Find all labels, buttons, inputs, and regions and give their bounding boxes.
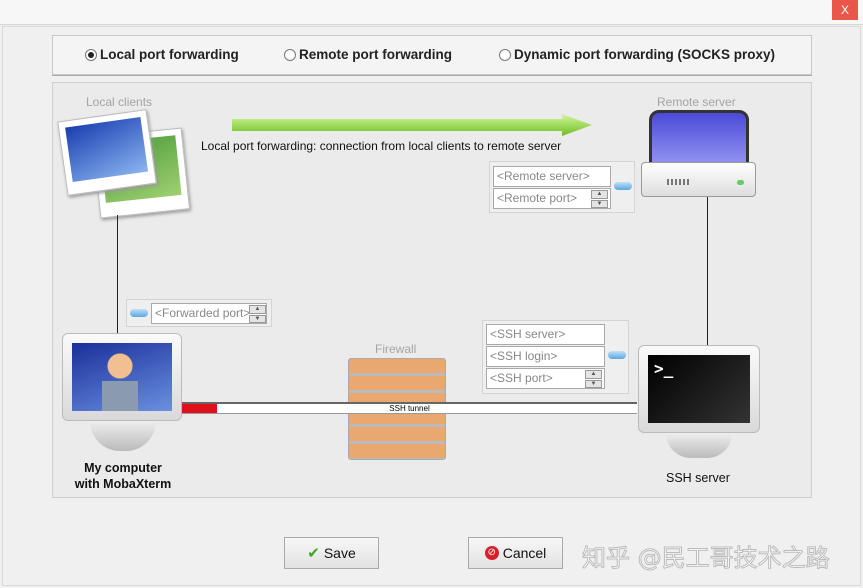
- firewall-label: Firewall: [375, 342, 417, 356]
- tunnel-progress: [182, 404, 217, 413]
- checkmark-icon: ✔: [307, 545, 320, 562]
- radio-unchecked-icon: [284, 48, 296, 61]
- save-button[interactable]: ✔Save: [284, 537, 379, 569]
- green-arrow-icon: [232, 114, 592, 136]
- radio-local-forwarding[interactable]: Local port forwarding: [85, 47, 239, 62]
- ssh-port-stepper[interactable]: ▲▼: [585, 370, 602, 388]
- my-computer-icon: [62, 333, 182, 421]
- title-bar: [0, 0, 863, 25]
- connector-line: [707, 197, 708, 345]
- cancel-button[interactable]: ⊘Cancel: [468, 537, 563, 569]
- ssh-port-input[interactable]: <SSH port>: [486, 368, 605, 389]
- ssh-server-icon: >_: [638, 345, 760, 433]
- arrow-right-icon: [608, 351, 626, 359]
- radio-label: Local port forwarding: [100, 47, 239, 62]
- cancel-icon: ⊘: [484, 546, 499, 560]
- forwarded-port-stepper[interactable]: ▲▼: [249, 305, 266, 323]
- ssh-login-input[interactable]: <SSH login>: [486, 346, 605, 367]
- radio-checked-icon: [85, 48, 97, 61]
- local-clients-label: Local clients: [86, 95, 153, 109]
- mode-caption: Local port forwarding: connection from l…: [201, 139, 562, 153]
- mode-radio-group: Local port forwarding Remote port forwar…: [52, 35, 812, 75]
- arrow-right-icon: [614, 182, 632, 190]
- ssh-tunnel: SSH tunnel: [182, 402, 637, 414]
- connector-line: [117, 215, 118, 335]
- save-label: Save: [323, 545, 356, 561]
- radio-dynamic-forwarding[interactable]: Dynamic port forwarding (SOCKS proxy): [499, 47, 775, 62]
- radio-label: Remote port forwarding: [299, 47, 453, 62]
- forwarded-port-input[interactable]: <Forwarded port>: [151, 303, 267, 324]
- radio-remote-forwarding[interactable]: Remote port forwarding: [284, 47, 452, 62]
- local-clients-icon: [57, 109, 191, 219]
- remote-server-label: Remote server: [657, 95, 736, 109]
- ssh-server-input[interactable]: <SSH server>: [486, 324, 605, 345]
- radio-unchecked-icon: [499, 48, 511, 61]
- remote-port-input[interactable]: <Remote port>: [493, 188, 611, 209]
- remote-server-icon: [641, 110, 756, 197]
- arrow-left-icon: [130, 309, 148, 317]
- remote-port-stepper[interactable]: ▲▼: [591, 190, 608, 208]
- close-button[interactable]: X: [832, 0, 858, 20]
- cancel-label: Cancel: [502, 545, 547, 561]
- radio-label: Dynamic port forwarding (SOCKS proxy): [514, 47, 776, 62]
- ssh-server-label: SSH server: [666, 471, 730, 485]
- remote-server-input[interactable]: <Remote server>: [493, 166, 611, 187]
- watermark: 知乎 @民工哥技术之路: [582, 544, 831, 573]
